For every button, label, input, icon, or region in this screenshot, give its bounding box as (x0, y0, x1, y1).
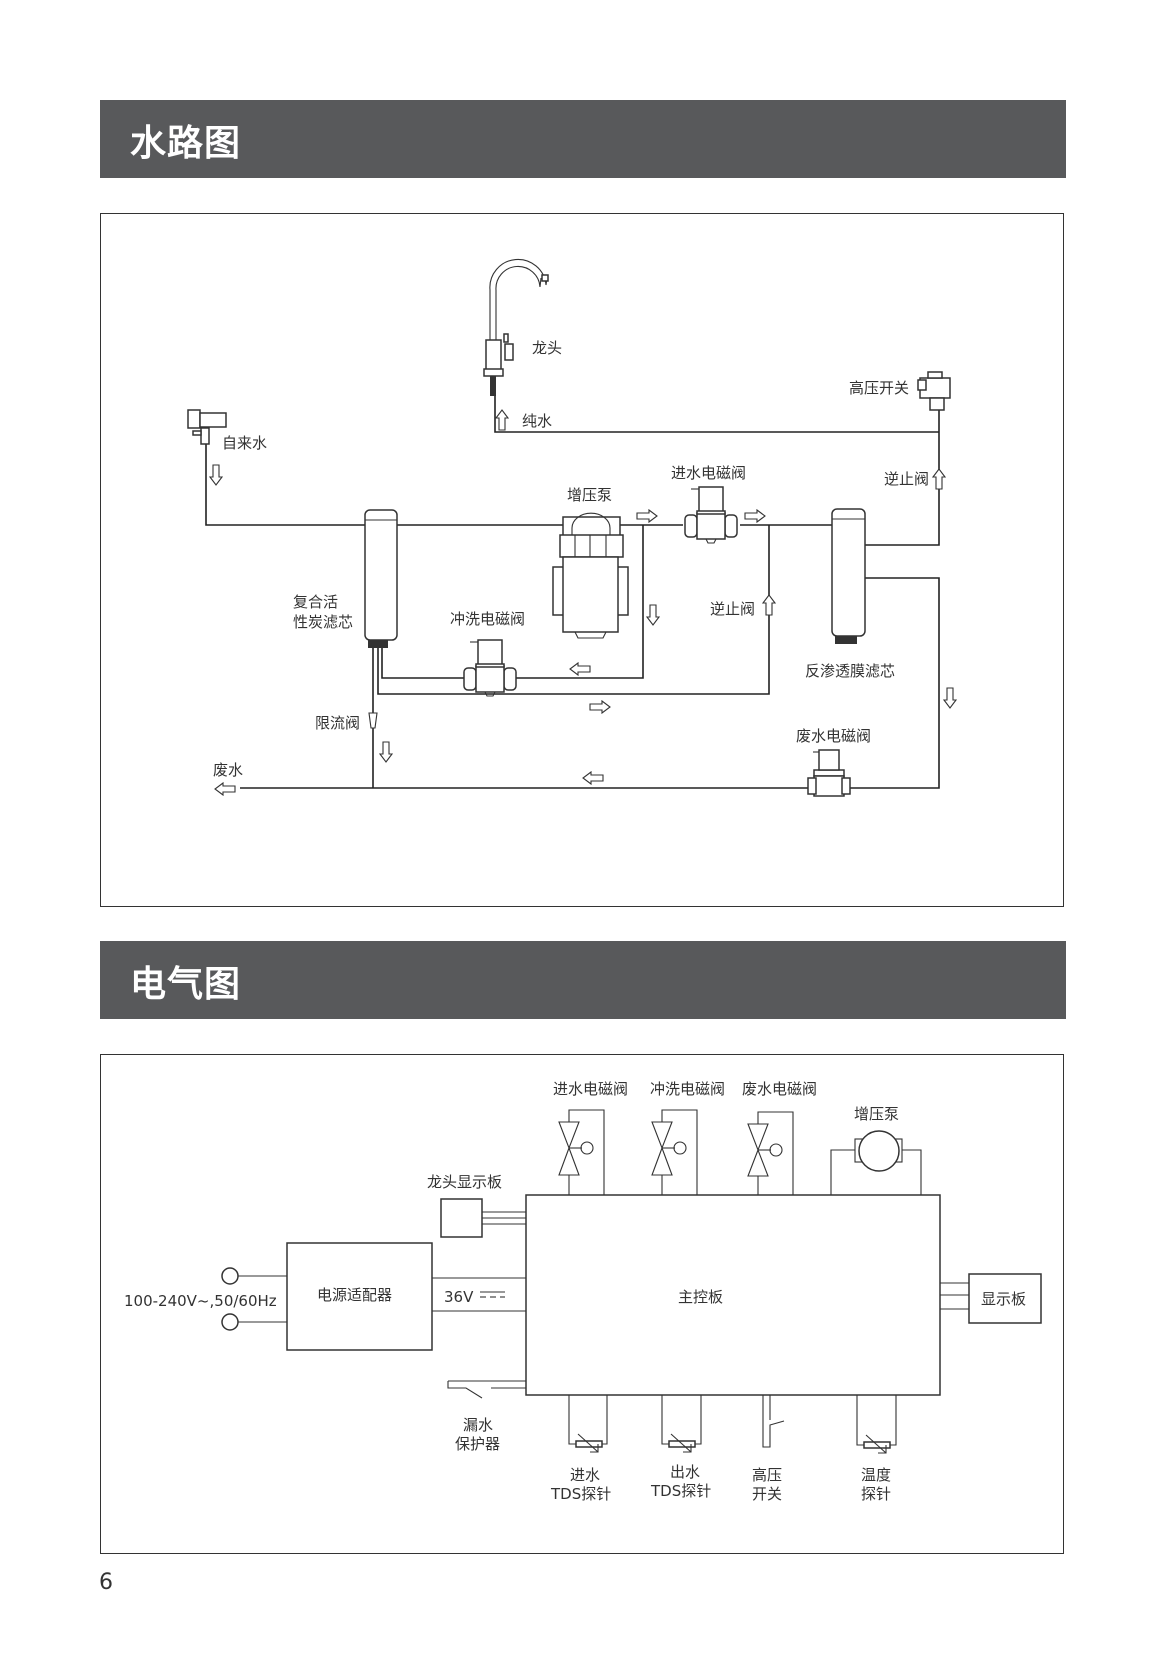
elec-waste-solenoid-label: 废水电磁阀 (742, 1080, 817, 1098)
high-pressure-switch-symbol-icon (762, 1395, 785, 1448)
waste-out-arrow-icon (214, 782, 236, 796)
flush-solenoid-label: 冲洗电磁阀 (450, 610, 525, 628)
hp-switch-label-2: 开关 (752, 1485, 782, 1503)
inlet-tds-label-1: 进水 (570, 1466, 600, 1484)
tap-water-valve-icon (187, 409, 227, 445)
electrical-diagram-title: 电气图 (130, 964, 242, 1005)
hp-switch-label-1: 高压 (752, 1466, 782, 1484)
electrical-diagram-header: 电气图 (100, 941, 1066, 1019)
inlet-solenoid-label: 进水电磁阀 (671, 464, 746, 482)
flush-solenoid-symbol-icon (651, 1109, 698, 1195)
leak-protector-switch-icon (447, 1380, 526, 1399)
booster-pump-motor-icon (830, 1130, 922, 1195)
inlet-solenoid-icon (684, 486, 738, 544)
booster-pump-icon (552, 512, 629, 639)
faucet-display-label: 龙头显示板 (427, 1173, 502, 1191)
check-valve-mid-icon (762, 594, 776, 616)
ro-filter-label: 反渗透膜滤芯 (805, 662, 895, 680)
outlet-tds-label-2: TDS探针 (650, 1482, 711, 1500)
power-terminal-2-icon (221, 1313, 239, 1331)
carbon-filter-label-1: 复合活 (293, 593, 338, 611)
water-circuit: 龙头 纯水 自来水 高压开关 逆止阀 复合活 性炭滤芯 (187, 258, 957, 797)
power-adapter-box (286, 1242, 433, 1351)
page-number: 6 (99, 1570, 113, 1595)
outlet-tds-probe-icon (661, 1395, 702, 1453)
faucet-label: 龙头 (532, 339, 562, 357)
high-pressure-switch-icon (917, 371, 951, 411)
high-pressure-switch-label: 高压开关 (849, 379, 909, 397)
inlet-tds-probe-icon (568, 1395, 608, 1453)
elec-inlet-solenoid-label: 进水电磁阀 (553, 1080, 628, 1098)
ro-pure-water-pipe (865, 400, 940, 546)
pure-water-arrow-icon (495, 409, 509, 431)
carbon-filter-icon (364, 509, 398, 648)
elec-booster-pump-label: 增压泵 (854, 1105, 899, 1123)
waste-solenoid-icon (807, 749, 851, 797)
tap-water-label: 自来水 (222, 434, 267, 452)
faucet-icon (483, 258, 549, 396)
power-input-label: 100-240V~,50/60Hz (124, 1292, 277, 1310)
inlet-solenoid-symbol-icon (558, 1109, 605, 1195)
waste-flow-arrow-icon (582, 771, 604, 785)
main-board-box (525, 1194, 941, 1396)
elec-flush-solenoid-label: 冲洗电磁阀 (650, 1080, 725, 1098)
waste-solenoid-symbol-icon (747, 1111, 794, 1195)
water-diagram-title: 水路图 (130, 123, 242, 164)
flush-solenoid-icon (463, 639, 517, 697)
loop-arrow-icon (589, 700, 611, 714)
water-diagram-frame (100, 213, 1064, 907)
display-board-label: 显示板 (981, 1290, 1026, 1308)
ro-waste-arrow-icon (943, 687, 957, 709)
booster-pump-label: 增压泵 (567, 486, 612, 504)
leak-protector-label-1: 漏水 (463, 1416, 493, 1434)
electrical-diagram-frame (100, 1054, 1064, 1554)
display-board-box (968, 1273, 1042, 1324)
ro-filter-icon (831, 508, 866, 644)
main-board-label: 主控板 (678, 1288, 723, 1306)
pump-return-arrow-icon (646, 604, 660, 626)
inlet-out-arrow-icon (744, 509, 766, 523)
tap-water-arrow-icon (209, 464, 223, 486)
check-valve-top-label: 逆止阀 (884, 470, 929, 488)
leak-protector-label-2: 保护器 (455, 1435, 500, 1453)
faucet-display-box (440, 1198, 483, 1238)
check-valve-mid-label: 逆止阀 (710, 600, 755, 618)
waste-solenoid-label: 废水电磁阀 (796, 727, 871, 745)
temperature-probe-icon (856, 1395, 897, 1454)
flush-arrow-icon (569, 662, 591, 676)
pump-out-arrow-icon (636, 509, 658, 523)
flow-limiter-label: 限流阀 (315, 714, 360, 732)
dc-voltage-label: 36V (444, 1288, 474, 1306)
carbon-filter-label-2: 性炭滤芯 (293, 613, 353, 631)
temp-probe-label-2: 探针 (861, 1485, 891, 1503)
drain-arrow-icon (379, 741, 393, 763)
check-valve-top-icon (932, 468, 946, 490)
ro-waste-pipe (848, 577, 940, 789)
tap-water-pipe (205, 432, 366, 526)
power-terminal-1-icon (221, 1267, 239, 1285)
inlet-tds-label-2: TDS探针 (550, 1485, 611, 1503)
outlet-tds-label-1: 出水 (670, 1463, 700, 1481)
pure-water-label: 纯水 (522, 412, 552, 430)
dc-symbol-icon (480, 1291, 505, 1298)
power-adapter-label: 电源适配器 (317, 1286, 392, 1304)
electrical-circuit: 主控板 进水电磁阀 冲洗电磁阀 废水电磁阀 (124, 1080, 1042, 1503)
flow-limiter-icon (368, 712, 378, 729)
water-diagram-header: 水路图 (100, 100, 1066, 178)
temp-probe-label-1: 温度 (861, 1466, 891, 1484)
pure-water-to-faucet-pipe (494, 395, 939, 433)
waste-water-label: 废水 (213, 761, 243, 779)
